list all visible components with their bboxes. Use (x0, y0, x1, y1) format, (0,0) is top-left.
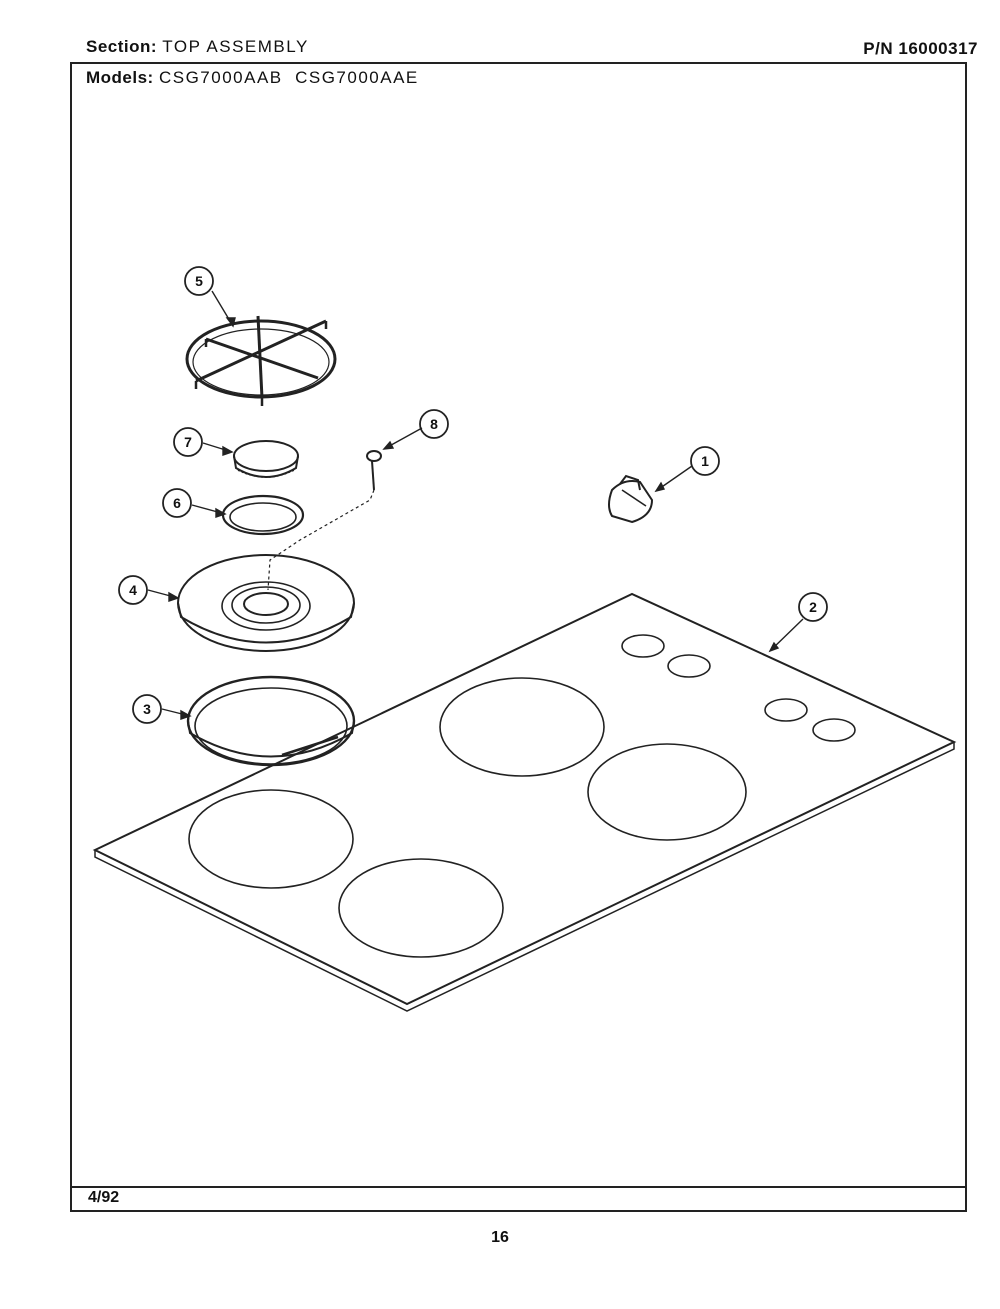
models-value: CSG7000AAB CSG7000AAE (158, 68, 419, 87)
callout-8: 8 (419, 409, 449, 439)
section-value: TOP ASSEMBLY (162, 37, 309, 56)
callout-4-label: 4 (129, 582, 137, 598)
burner-opening-rear-left (439, 677, 605, 777)
burner-opening-rear-right (587, 743, 747, 841)
burner-ring (221, 494, 305, 536)
knob-hole (667, 654, 711, 678)
callout-6: 6 (162, 488, 192, 518)
callout-5-label: 5 (195, 273, 203, 289)
burner-cap (233, 440, 299, 478)
callout-2: 2 (798, 592, 828, 622)
callout-4: 4 (118, 575, 148, 605)
models-label: Models: (86, 68, 154, 87)
section-label: Section: (86, 37, 158, 56)
footer-divider (70, 1186, 967, 1188)
diagram-frame (70, 62, 967, 1212)
callout-3: 3 (132, 694, 162, 724)
knob-hole (621, 634, 665, 658)
part-number: P/N 16000317 (863, 39, 978, 58)
page-number: 16 (491, 1229, 509, 1246)
trim-ring (186, 675, 356, 767)
callout-7: 7 (173, 427, 203, 457)
screw (267, 450, 382, 591)
knob-hole (764, 698, 808, 722)
burner-opening-front-left (188, 789, 354, 889)
revision-date: 4/92 (88, 1189, 120, 1206)
callout-1: 1 (690, 446, 720, 476)
callout-8-label: 8 (430, 416, 438, 432)
control-knob (608, 474, 654, 524)
cooktop-panel (92, 592, 957, 1012)
leader-lines (147, 290, 804, 720)
callout-6-label: 6 (173, 495, 181, 511)
callout-7-label: 7 (184, 434, 192, 450)
callout-2-label: 2 (809, 599, 817, 615)
models-heading: Models: CSG7000AAB CSG7000AAE (86, 68, 419, 88)
callout-5: 5 (184, 266, 214, 296)
burner-bowl (177, 554, 355, 652)
callout-3-label: 3 (143, 701, 151, 717)
callout-1-label: 1 (701, 453, 709, 469)
burner-grate (185, 315, 337, 406)
knob-hole (812, 718, 856, 742)
burner-opening-front-right (338, 858, 504, 958)
section-heading: Section: TOP ASSEMBLY (86, 37, 309, 57)
